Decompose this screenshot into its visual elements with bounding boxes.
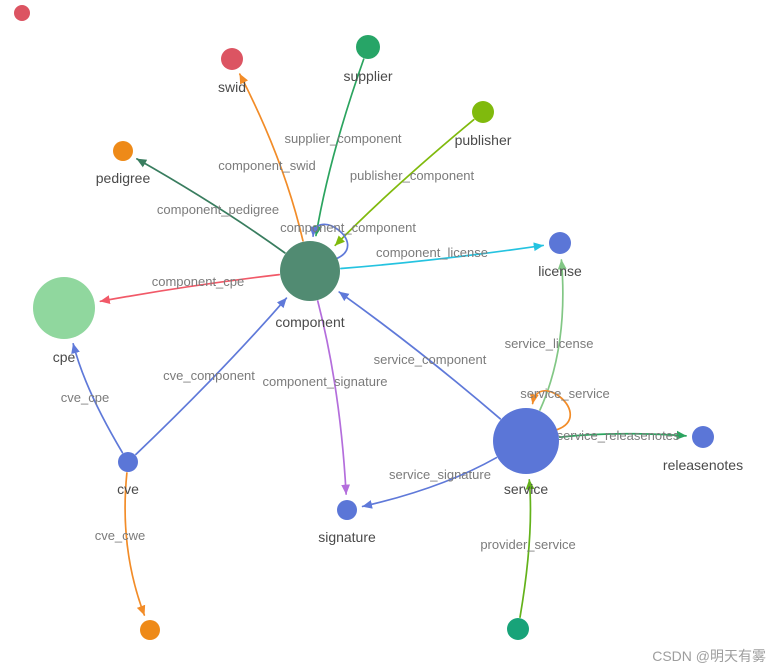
edge-label-cve_cpe: cve_cpe xyxy=(61,390,109,405)
node-label-cpe: cpe xyxy=(53,349,76,365)
node-component[interactable] xyxy=(280,241,340,301)
edge-label-component_pedigree: component_pedigree xyxy=(157,202,279,217)
edge-component_signature xyxy=(316,300,351,495)
edge-label-publisher_component: publisher_component xyxy=(350,168,475,183)
edge-label-supplier_component: supplier_component xyxy=(284,131,401,146)
node-releasenotes[interactable] xyxy=(692,426,714,448)
edge-label-service_releasenotes: service_releasenotes xyxy=(557,428,680,443)
node-signature[interactable] xyxy=(337,500,357,520)
node-label-signature: signature xyxy=(318,529,376,545)
edge-component_pedigree xyxy=(136,158,286,254)
edge-label-cve_component: cve_component xyxy=(163,368,255,383)
node-label-service: service xyxy=(504,481,549,497)
edge-service_service xyxy=(529,390,572,431)
edge-component_cpe xyxy=(99,273,281,304)
node-cpe[interactable] xyxy=(33,277,95,339)
node-publisher[interactable] xyxy=(472,101,494,123)
edge-provider_service xyxy=(519,479,535,619)
node-supplier[interactable] xyxy=(356,35,380,59)
edge-component_swid xyxy=(238,73,304,242)
edge-label-service_license: service_license xyxy=(505,336,594,351)
node-label-cve: cve xyxy=(117,481,139,497)
edge-label-service_component: service_component xyxy=(374,352,487,367)
edge-label-component_signature: component_signature xyxy=(262,374,387,389)
edge-service_signature xyxy=(361,456,498,509)
edge-service_releasenotes xyxy=(558,430,687,440)
node-service[interactable] xyxy=(493,408,559,474)
node-label-supplier: supplier xyxy=(343,68,392,84)
edge-component_component xyxy=(309,223,349,260)
edge-cve_cpe xyxy=(71,342,124,454)
node-label-swid: swid xyxy=(218,79,246,95)
edge-cve_component xyxy=(135,297,288,456)
edge-label-component_swid: component_swid xyxy=(218,158,316,173)
edge-label-service_signature: service_signature xyxy=(389,467,491,482)
node-provider[interactable] xyxy=(507,618,529,640)
node-topleft[interactable] xyxy=(14,5,30,21)
node-label-releasenotes: releasenotes xyxy=(663,457,743,473)
watermark: CSDN @明天有雾 xyxy=(652,648,766,664)
edge-label-provider_service: provider_service xyxy=(480,537,575,552)
node-label-publisher: publisher xyxy=(455,132,512,148)
node-cwe[interactable] xyxy=(140,620,160,640)
edge-label-cve_cwe: cve_cwe xyxy=(95,528,146,543)
node-swid[interactable] xyxy=(221,48,243,70)
edge-label-component_component: component_component xyxy=(280,220,416,235)
edge-publisher_component xyxy=(334,118,475,247)
edge-label-service_service: service_service xyxy=(520,386,610,401)
node-pedigree[interactable] xyxy=(113,141,133,161)
node-license[interactable] xyxy=(549,232,571,254)
edge-cve_cwe xyxy=(124,472,146,616)
edge-service_component xyxy=(338,291,502,420)
edge-service_license xyxy=(539,259,567,411)
node-cve[interactable] xyxy=(118,452,138,472)
edge-label-component_license: component_license xyxy=(376,245,488,260)
edge-label-component_cpe: component_cpe xyxy=(152,274,245,289)
edge-supplier_component xyxy=(313,58,365,237)
node-label-pedigree: pedigree xyxy=(96,170,151,186)
edge-component_license xyxy=(340,242,545,270)
node-label-component: component xyxy=(275,314,344,330)
node-label-license: license xyxy=(538,263,582,279)
